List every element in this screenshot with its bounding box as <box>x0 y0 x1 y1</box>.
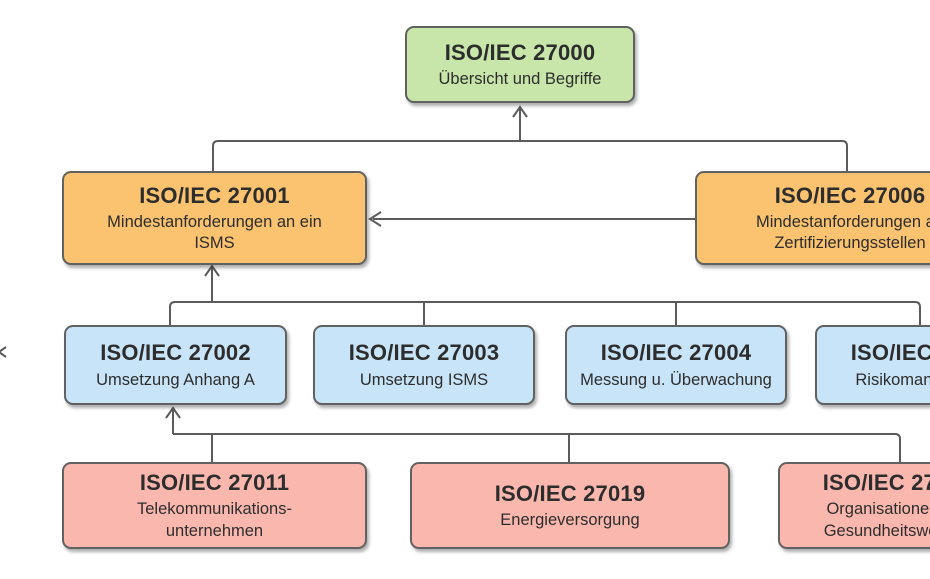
node-iso-27001: ISO/IEC 27001 Mindestanforderungen an ei… <box>62 171 367 265</box>
node-subtitle: Risikomanagement <box>855 370 930 389</box>
node-subtitle: Messung u. Überwachung <box>580 370 772 389</box>
node-title: ISO/IEC 27000 <box>444 39 596 65</box>
node-subtitle: Telekommunikations- <box>137 500 292 519</box>
arrowhead-up-27001-icon <box>204 264 220 277</box>
node-iso-27005: ISO/IEC 27005 Risikomanagement <box>815 325 930 405</box>
edge-27001-27006-to-27000 <box>212 140 848 171</box>
arrowhead-up-27002-icon <box>165 406 181 419</box>
node-iso-27004: ISO/IEC 27004 Messung u. Überwachung <box>565 325 787 405</box>
node-iso-27000: ISO/IEC 27000 Übersicht und Begriffe <box>405 26 635 103</box>
node-title: ISO/IEC 27001 <box>139 182 290 208</box>
node-iso-27011: ISO/IEC 27011 Telekommunikations- untern… <box>62 462 367 549</box>
node-subtitle: Gesundheitswesens <box>823 521 930 540</box>
node-subtitle: Übersicht und Begriffe <box>438 70 602 89</box>
node-iso-27799: ISO/IEC 27799 Organisationen des Gesundh… <box>778 462 930 549</box>
node-title: ISO/IEC 27006 <box>774 182 926 208</box>
node-subtitle: Umsetzung Anhang A <box>96 370 255 389</box>
node-subtitle: Organisationen des <box>826 500 930 519</box>
node-title: ISO/IEC 27019 <box>494 480 646 506</box>
node-title: ISO/IEC 27004 <box>600 340 752 366</box>
node-subtitle: unternehmen <box>165 521 264 540</box>
edge-bus-pink-row <box>173 433 901 463</box>
node-subtitle: Energieversorgung <box>500 511 640 530</box>
node-title: ISO/IEC 27005 <box>850 340 930 366</box>
node-subtitle: Mindestanforderungen an <box>755 212 930 231</box>
node-subtitle: Zertifizierungsstellen <box>774 234 926 253</box>
node-title: ISO/IEC 27003 <box>348 340 500 366</box>
node-title: ISO/IEC 27799 <box>822 470 930 496</box>
node-title: ISO/IEC 27011 <box>139 470 290 496</box>
node-iso-27002: ISO/IEC 27002 Umsetzung Anhang A <box>64 325 287 405</box>
node-iso-27019: ISO/IEC 27019 Energieversorgung <box>410 462 730 549</box>
node-subtitle: Umsetzung ISMS <box>359 370 489 389</box>
node-subtitle: ISMS <box>194 234 235 253</box>
node-subtitle: Mindestanforderungen an ein <box>107 212 322 231</box>
node-iso-27003: ISO/IEC 27003 Umsetzung ISMS <box>313 325 535 405</box>
arrowhead-left-edge-fragment-icon <box>0 346 7 358</box>
arrowhead-left-27001-icon <box>368 211 382 227</box>
node-title: ISO/IEC 27002 <box>100 340 251 366</box>
edge-bus-blue-row <box>169 301 921 326</box>
arrowhead-up-27000-icon <box>512 105 528 118</box>
node-iso-27006: ISO/IEC 27006 Mindestanforderungen an Ze… <box>695 171 930 265</box>
